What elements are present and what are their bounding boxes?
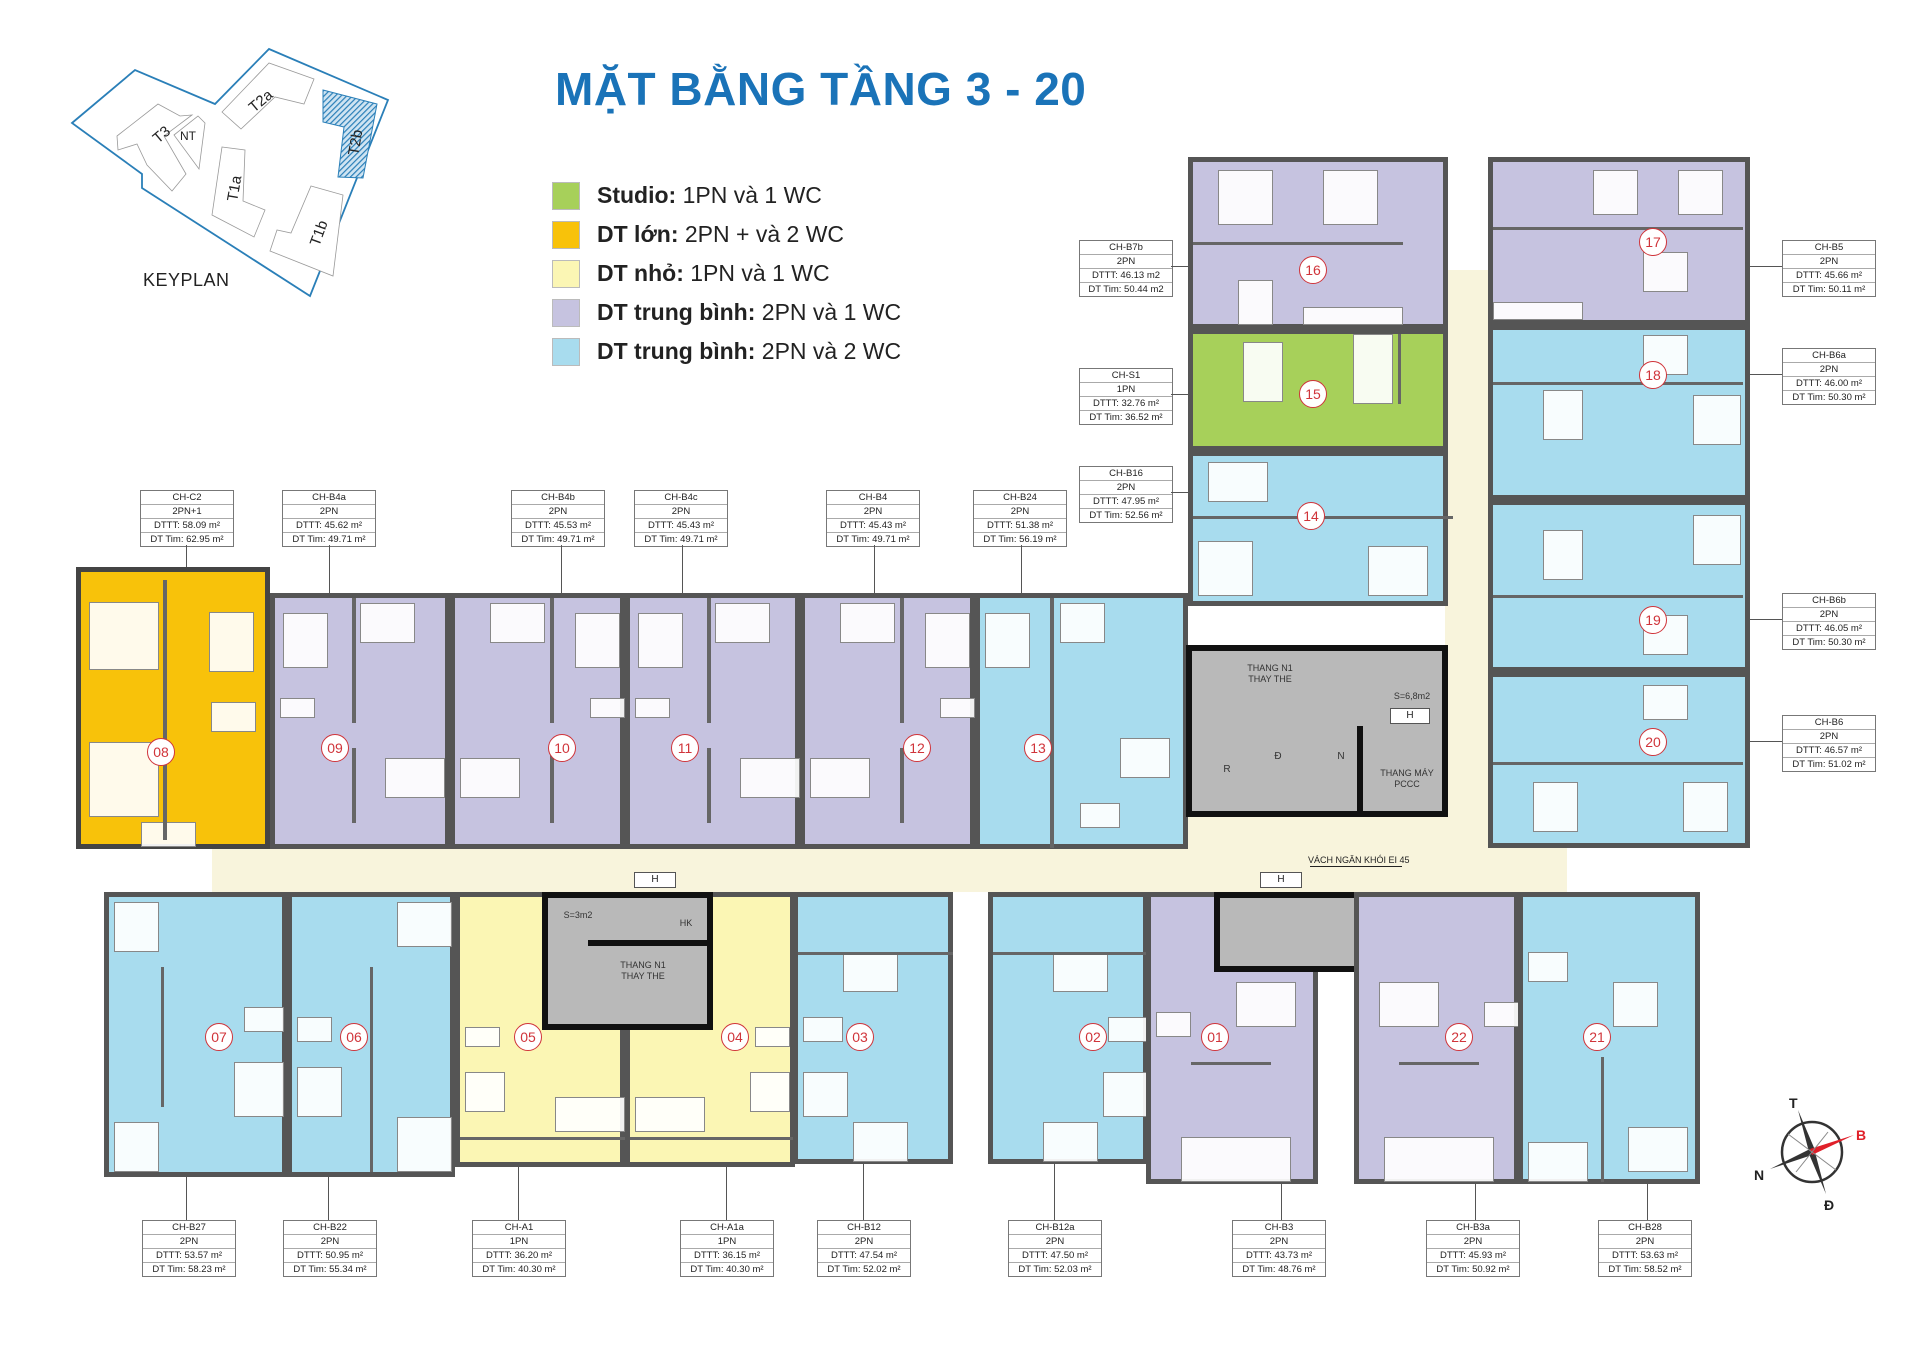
svg-text:N: N (1754, 1167, 1764, 1183)
legend-swatch (552, 181, 580, 210)
compass-icon: T B N Đ (1754, 1095, 1866, 1212)
unit-number: 21 (1583, 1023, 1611, 1051)
vertical-corridor (1445, 270, 1489, 870)
legend-item-medium-1wc: DT trung bình: 2PN và 1 WC (552, 293, 901, 332)
legend-item-small: DT nhỏ: 1PN và 1 WC (552, 254, 901, 293)
unit-10[interactable]: 10 (450, 593, 625, 849)
unit-number: 02 (1079, 1023, 1107, 1051)
core-lobby (1185, 815, 1450, 850)
unit-number: 12 (903, 734, 931, 762)
unit-12[interactable]: 12 (800, 593, 975, 849)
unit-number: 18 (1639, 361, 1667, 389)
unit-number: 07 (205, 1023, 233, 1051)
legend-item-studio: Studio: 1PN và 1 WC (552, 176, 901, 215)
unit-09[interactable]: 09 (270, 593, 450, 849)
unit-19[interactable]: 19 (1488, 500, 1750, 672)
unit-number: 17 (1639, 228, 1667, 256)
unit-06[interactable]: 06 (287, 892, 455, 1177)
unit-18[interactable]: 18 (1488, 325, 1750, 500)
h-marker: H (634, 872, 676, 888)
unit-20[interactable]: 20 (1488, 672, 1750, 848)
unit-07[interactable]: 07 (104, 892, 287, 1177)
svg-text:B: B (1856, 1127, 1866, 1143)
unit-13[interactable]: 13 (975, 593, 1188, 849)
unit-21[interactable]: 21 (1518, 892, 1700, 1184)
svg-text:T: T (1789, 1095, 1798, 1111)
unit-number: 01 (1201, 1023, 1229, 1051)
keyplan-map: T3 NT T2a T2b T1a T1b (70, 47, 390, 298)
svg-text:NT: NT (180, 129, 197, 143)
unit-number: 19 (1639, 606, 1667, 634)
unit-number: 14 (1297, 502, 1325, 530)
svg-text:T1a: T1a (224, 174, 245, 203)
svg-text:Đ: Đ (1824, 1197, 1834, 1212)
unit-11[interactable]: 11 (625, 593, 800, 849)
unit-number: 16 (1299, 256, 1327, 284)
unit-14[interactable]: 14 (1188, 451, 1453, 606)
unit-number: 06 (340, 1023, 368, 1051)
legend: Studio: 1PN và 1 WC DT lớn: 2PN + và 2 W… (552, 176, 901, 371)
unit-17[interactable]: 17 (1488, 157, 1750, 325)
h-marker: H (1260, 872, 1302, 888)
legend-swatch (552, 337, 580, 366)
unit-03[interactable]: 03 (793, 892, 953, 1164)
unit-number: 04 (721, 1023, 749, 1051)
unit-22[interactable]: 22 (1354, 892, 1519, 1184)
unit-number: 03 (846, 1023, 874, 1051)
unit-16[interactable]: 16 (1188, 157, 1448, 329)
legend-swatch (552, 220, 580, 249)
legend-swatch (552, 298, 580, 327)
page-title: MẶT BẰNG TẦNG 3 - 20 (555, 63, 1087, 115)
unit-number: 11 (671, 734, 699, 762)
unit-number: 05 (514, 1023, 542, 1051)
unit-number: 13 (1024, 734, 1052, 762)
keyplan-label: KEYPLAN (143, 270, 230, 290)
unit-number: 22 (1445, 1023, 1473, 1051)
legend-swatch (552, 259, 580, 288)
smoke-partition-label: VÁCH NGĂN KHÓI EI 45 (1308, 855, 1410, 865)
legend-item-medium-2wc: DT trung bình: 2PN và 2 WC (552, 332, 901, 371)
unit-number: 20 (1639, 728, 1667, 756)
unit-number: 15 (1299, 380, 1327, 408)
unit-15[interactable]: 15 (1188, 329, 1448, 451)
unit-08[interactable]: 08 (76, 567, 270, 849)
unit-number: 09 (321, 734, 349, 762)
unit-number: 08 (147, 738, 175, 766)
unit-02[interactable]: 02 (988, 892, 1148, 1164)
legend-item-large: DT lớn: 2PN + và 2 WC (552, 215, 901, 254)
unit-number: 10 (548, 734, 576, 762)
svg-text:T2b: T2b (345, 128, 366, 156)
main-corridor (212, 847, 1567, 892)
